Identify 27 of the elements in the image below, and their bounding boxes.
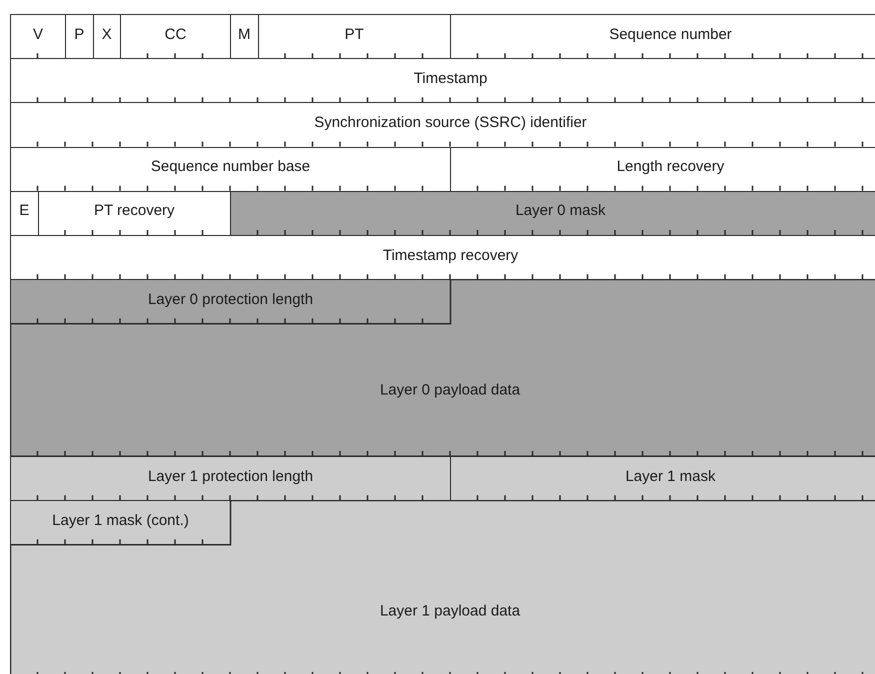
field-label: Timestamp [414, 70, 488, 87]
field-label: Layer 0 protection length [148, 290, 314, 308]
header-field [10, 14, 66, 60]
field-label: Layer 1 mask (cont.) [52, 512, 189, 529]
field-label: Synchronization source (SSRC) identifier [314, 114, 587, 131]
field-label: M [238, 26, 250, 43]
field-label: Layer 0 mask [515, 202, 606, 220]
field-label: CC [164, 26, 186, 43]
field-label: Layer 0 payload data [380, 381, 520, 398]
header-field [10, 279, 451, 324]
header-field [230, 190, 875, 236]
field-label: Sequence number base [150, 158, 310, 176]
field-label: Layer 1 payload data [380, 602, 520, 620]
field-label: X [102, 26, 112, 43]
field-label: Sequence number [609, 26, 732, 43]
field-label: Layer 1 protection length [148, 468, 314, 485]
field-label: V [32, 26, 43, 43]
header-field [10, 456, 451, 502]
field-label: P [74, 26, 84, 43]
field-label: Layer 1 mask [625, 468, 716, 485]
field-label: Length recovery [616, 158, 724, 176]
field-label: E [19, 202, 30, 220]
header-field [450, 456, 875, 502]
field-label: Timestamp recovery [382, 246, 518, 264]
header-field [10, 500, 231, 546]
field-label: PT [344, 26, 364, 43]
field-label: PT recovery [94, 202, 175, 220]
